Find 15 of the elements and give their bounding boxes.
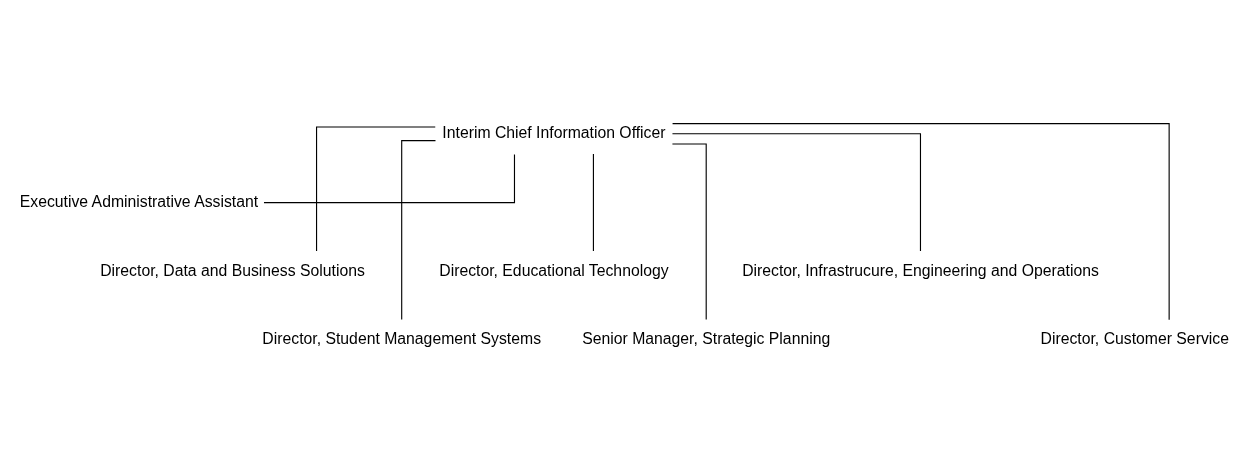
node-text: Director, Educational Technology	[439, 261, 669, 279]
node-text: Executive Administrative Assistant	[19, 192, 259, 210]
connector	[401, 140, 437, 321]
connector	[263, 153, 516, 204]
node-text: Director, Data and Business Solutions	[100, 261, 365, 279]
connector	[672, 123, 1170, 321]
connector	[592, 153, 594, 252]
connector	[671, 133, 922, 252]
connector	[316, 126, 436, 252]
node-text: Director, Customer Service	[1040, 330, 1229, 348]
node-text: Interim Chief Information Officer	[442, 123, 666, 141]
node-text: Director, Student Management Systems	[262, 330, 542, 348]
connector	[671, 143, 707, 321]
node-text: Senior Manager, Strategic Planning	[582, 330, 831, 348]
node-text: Director, Infrastrucure, Engineering and Operations	[742, 261, 1099, 279]
